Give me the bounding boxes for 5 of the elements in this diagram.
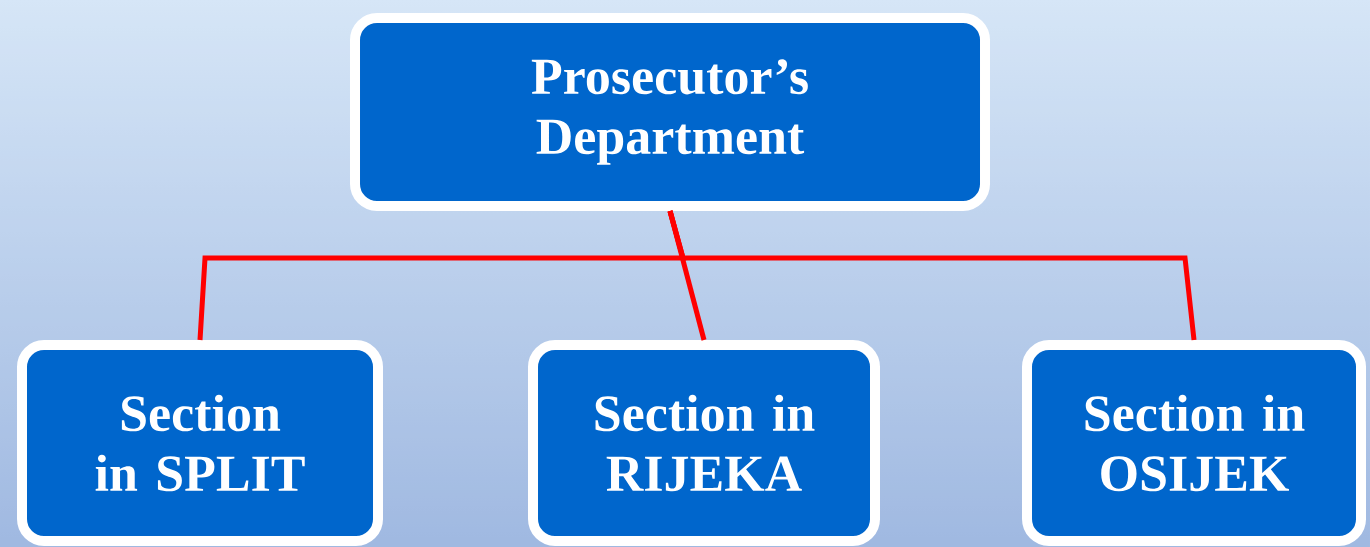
- org-box: Section in SPLIT: [17, 340, 383, 546]
- connector-line: [667, 210, 1197, 341]
- org-box: Section in OSIJEK: [1022, 340, 1366, 546]
- org-box: Prosecutor’s Department: [350, 13, 990, 211]
- org-box: Section in RIJEKA: [528, 340, 880, 546]
